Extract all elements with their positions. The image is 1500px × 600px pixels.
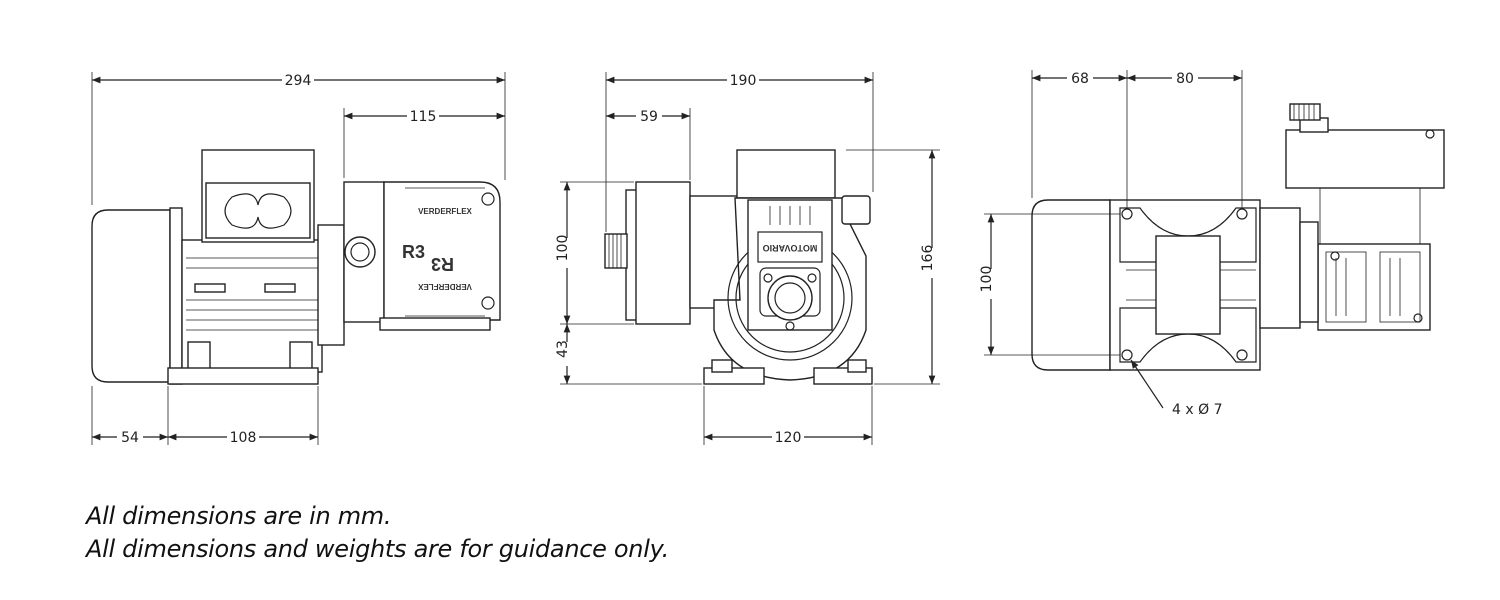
- pump-head: R3 R3 VERDERFLEX VERDERFLEX: [343, 181, 501, 331]
- dim-hole-spacing-y: 100: [979, 266, 995, 293]
- top-view: 68 80 100 4 x Ø 7: [979, 70, 1445, 418]
- dim-head-height: 100: [555, 235, 571, 262]
- top-dimension-lines: [984, 70, 1243, 409]
- dim-foot-length: 108: [230, 430, 257, 446]
- mounting-holes: [1121, 208, 1248, 361]
- dim-overall-width: 190: [730, 73, 757, 89]
- gearbox: MOTOVARIO: [713, 195, 871, 381]
- dim-motor-offset: 68: [1071, 71, 1089, 87]
- base-foot: [167, 367, 319, 385]
- dim-overall-length: 294: [285, 73, 312, 89]
- note-guidance: All dimensions and weights are for guida…: [86, 535, 669, 563]
- front-terminal-box: [736, 149, 836, 199]
- note-units: All dimensions are in mm.: [86, 502, 392, 530]
- dim-overall-height: 166: [920, 245, 936, 272]
- dim-pumphead-length: 115: [410, 109, 437, 125]
- adaptor-flange: [317, 224, 345, 346]
- front-feet: [703, 359, 873, 385]
- shaft-knob: [604, 233, 628, 269]
- motor-body: [91, 207, 323, 385]
- motor-top: [1031, 199, 1319, 371]
- dim-shaft-height: 43: [555, 340, 571, 358]
- brand-text-top: VERDERFLEX: [418, 207, 472, 216]
- side-view: R3 R3 VERDERFLEX VERDERFLEX 294 115 54 1…: [91, 72, 506, 446]
- gearbox-top: [1317, 243, 1431, 331]
- gearbox-label: MOTOVARIO: [763, 243, 818, 253]
- hole-callout: 4 x Ø 7: [1172, 402, 1222, 418]
- head-label-left: R3: [402, 242, 425, 262]
- terminal-box: [201, 149, 315, 243]
- dim-head-depth: 59: [640, 109, 658, 125]
- dim-front-offset: 54: [121, 430, 139, 446]
- dim-hole-spacing-x: 80: [1176, 71, 1194, 87]
- dim-foot-width: 120: [775, 430, 802, 446]
- brand-text-bottom: VERDERFLEX: [417, 282, 471, 291]
- head-label-right: R3: [431, 254, 454, 274]
- drawing-notes: All dimensions are in mm. All dimensions…: [86, 500, 669, 566]
- pump-head-top: [1285, 103, 1445, 246]
- front-view: MOTOVARIO: [555, 72, 940, 446]
- pump-head-side: [604, 181, 741, 325]
